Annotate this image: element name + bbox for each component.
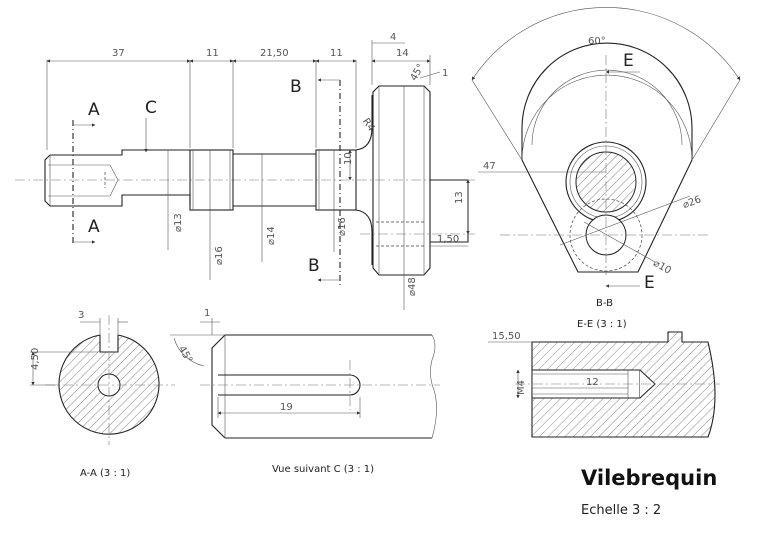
main-diameters: ⌀13 ⌀16 ⌀14 ⌀16 ⌀48 bbox=[167, 86, 418, 310]
bb-caption: B-B bbox=[596, 298, 613, 309]
aa-dim-3: 3 bbox=[78, 310, 84, 321]
diam-16a: ⌀16 bbox=[214, 246, 225, 265]
view-bb: 60° 47 ⌀26 ⌀10 E E B-B bbox=[471, 7, 741, 309]
main-right-dimensions: 10 13 1,50 bbox=[343, 149, 470, 247]
section-b-bottom: B bbox=[308, 256, 320, 276]
dim-37: 37 bbox=[112, 48, 125, 59]
ee-caption: E-E (3 : 1) bbox=[577, 319, 627, 330]
ee-dim-12: 12 bbox=[586, 377, 599, 388]
diam-48: ⌀48 bbox=[407, 277, 418, 296]
dim-r4: R4 bbox=[360, 116, 377, 133]
view-c-marker: C bbox=[145, 98, 157, 118]
aa-dim-4-50: 4,50 bbox=[30, 348, 41, 370]
diam-14: ⌀14 bbox=[266, 226, 277, 245]
section-a-bottom: A bbox=[88, 217, 100, 237]
dim-11a: 11 bbox=[206, 48, 219, 59]
section-e-top: E bbox=[623, 51, 634, 71]
dim-4: 4 bbox=[390, 32, 396, 43]
c-dim-1: 1 bbox=[204, 308, 210, 319]
view-c: 19 1 45° Vue suivant C (3 : 1) bbox=[170, 308, 440, 475]
section-e-bottom: E bbox=[644, 273, 655, 293]
dim-45deg: 45° bbox=[409, 62, 427, 83]
section-a-top: A bbox=[88, 100, 100, 120]
c-caption: Vue suivant C (3 : 1) bbox=[272, 464, 374, 475]
view-aa: 3 4,50 A-A (3 : 1) bbox=[30, 310, 175, 479]
diam-13: ⌀13 bbox=[173, 213, 184, 232]
dim-10: 10 bbox=[343, 152, 354, 165]
view-ee: 15,50 12 M4 E-E (3 : 1) bbox=[488, 319, 720, 438]
ee-dim-15-50: 15,50 bbox=[492, 331, 521, 342]
ee-dim-m4: M4 bbox=[516, 380, 527, 395]
dim-14: 14 bbox=[396, 48, 409, 59]
drawing-title: Vilebrequin bbox=[581, 466, 718, 490]
aa-caption: A-A (3 : 1) bbox=[80, 468, 130, 479]
drawing-scale: Echelle 3 : 2 bbox=[581, 503, 662, 518]
dim-1-50: 1,50 bbox=[437, 234, 459, 245]
section-markers: A A B B C bbox=[72, 77, 341, 285]
dim-13: 13 bbox=[454, 191, 465, 204]
c-dim-45deg: 45° bbox=[176, 344, 194, 365]
bb-dim-47: 47 bbox=[483, 161, 496, 172]
bb-dim-60deg: 60° bbox=[588, 36, 606, 47]
diam-16b: ⌀16 bbox=[337, 217, 348, 236]
main-top-dimensions: 37 11 21,50 11 4 14 45° 1 R4 bbox=[46, 32, 448, 150]
bb-dim-diam26: ⌀26 bbox=[681, 194, 702, 211]
c-dim-19: 19 bbox=[280, 402, 293, 413]
dim-21-50: 21,50 bbox=[260, 48, 289, 59]
dim-1: 1 bbox=[442, 68, 448, 79]
dim-11b: 11 bbox=[330, 48, 343, 59]
section-b-top: B bbox=[290, 77, 302, 97]
main-view: 37 11 21,50 11 4 14 45° 1 R4 10 13 1,50 bbox=[15, 32, 475, 310]
